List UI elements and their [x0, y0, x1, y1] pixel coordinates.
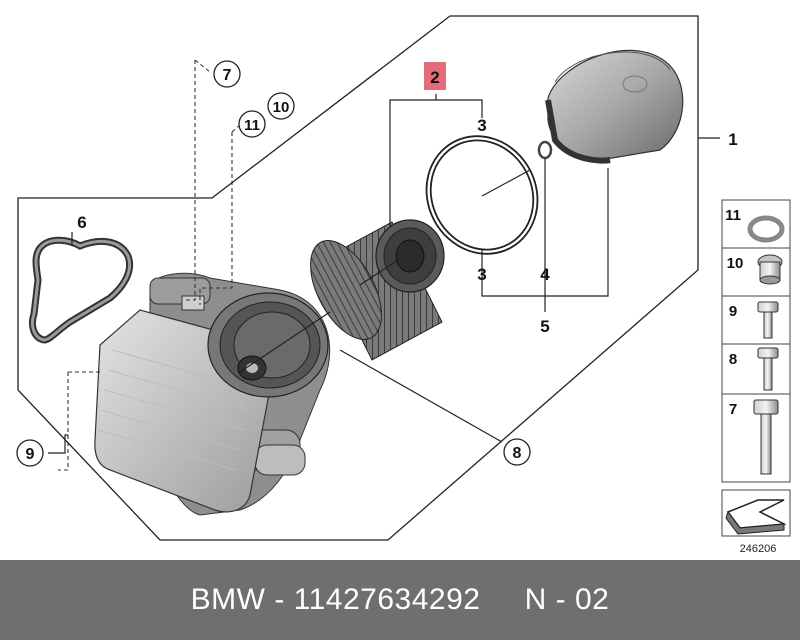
drain-plug-icon — [757, 254, 783, 285]
callout-10-group: 10 — [267, 92, 295, 120]
legend-label-10: 10 — [727, 255, 744, 272]
washer-icon — [747, 215, 785, 243]
callout-11-group: 11 — [238, 110, 266, 138]
callout-3a: 3 — [477, 116, 486, 135]
callout-4: 4 — [540, 265, 550, 284]
callout-8: 8 — [513, 445, 522, 462]
callout-8-group: 8 — [503, 438, 531, 466]
filter-element — [310, 219, 445, 361]
legend-panel: 11 10 9 8 7 246206 — [721, 199, 791, 555]
legend-label-7: 7 — [729, 401, 737, 418]
legend-label-8: 8 — [729, 351, 737, 368]
filter-cap-part-1 — [545, 49, 684, 164]
long-bolt-icon — [753, 399, 779, 475]
callout-2: 2 — [430, 68, 439, 87]
medium-bolt-icon — [757, 347, 779, 391]
callout-5: 5 — [540, 317, 549, 336]
callout-7: 7 — [223, 67, 232, 84]
parts-diagram: 2 3 3 4 5 1 6 7 10 11 8 9 11 10 — [16, 15, 791, 555]
callout-11: 11 — [244, 117, 260, 134]
callout-10: 10 — [273, 99, 290, 116]
orientation-arrow-icon — [725, 499, 787, 535]
filter-housing-assembly — [94, 272, 331, 516]
legend-label-9: 9 — [729, 303, 737, 320]
leader-lines — [48, 94, 720, 454]
callout-2-highlight — [424, 62, 446, 90]
image-number: 246206 — [740, 543, 777, 555]
callout-6: 6 — [77, 213, 86, 232]
callout-3b: 3 — [477, 265, 486, 284]
footer-bar: BMW - 11427634292 N - 02 — [0, 560, 800, 640]
legend-label-11: 11 — [725, 207, 741, 224]
short-bolt-icon — [757, 301, 779, 339]
gasket-part-6 — [28, 236, 133, 344]
part-number-caption: BMW - 11427634292 N - 02 — [190, 583, 610, 616]
callout-7-group: 7 — [213, 60, 241, 88]
dashed-leaders — [58, 59, 241, 471]
seal-part-4 — [537, 140, 553, 160]
callout-9-group: 9 — [16, 439, 44, 467]
callout-1: 1 — [728, 130, 737, 149]
callout-9: 9 — [26, 446, 35, 463]
parts-diagram-svg: 2 3 3 4 5 1 6 7 10 11 8 9 11 10 — [16, 15, 791, 555]
